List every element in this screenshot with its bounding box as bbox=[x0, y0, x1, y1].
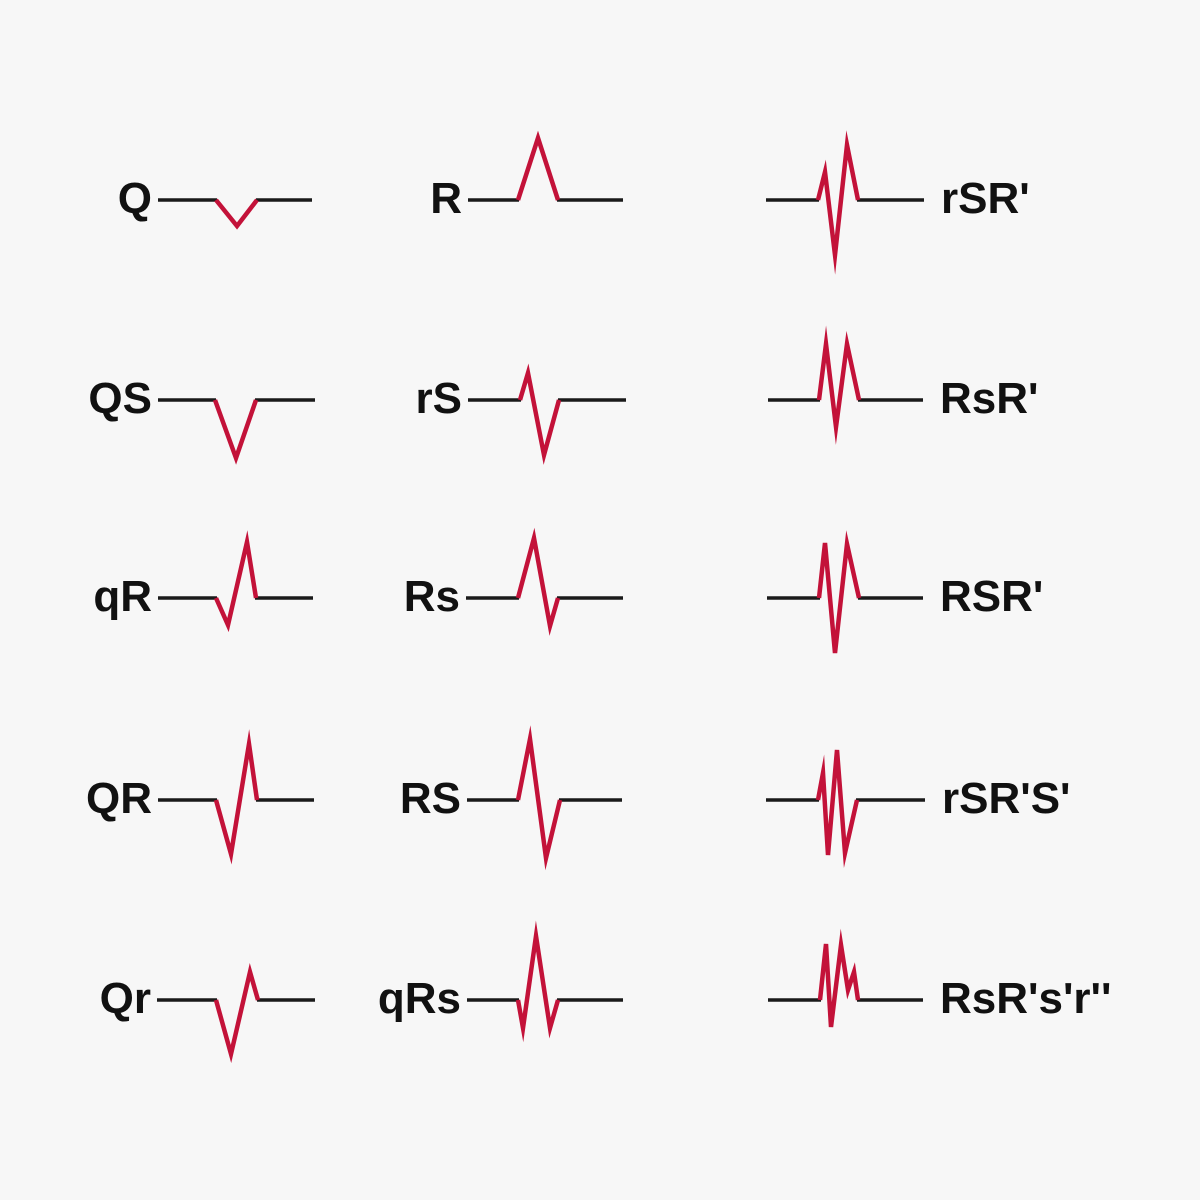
qrs-waveform-14 bbox=[467, 920, 623, 1043]
qrs-label-13: Qr bbox=[99, 974, 151, 1024]
qrs-waveform-15 bbox=[768, 928, 923, 1028]
qrs-waveform-1 bbox=[158, 198, 312, 230]
qrs-waveform-10 bbox=[158, 729, 314, 865]
qrs-complex-trace bbox=[816, 325, 862, 445]
qrs-complex-trace bbox=[515, 527, 561, 636]
qrs-waveform-9 bbox=[767, 530, 923, 654]
qrs-waveform-6 bbox=[768, 325, 923, 445]
qrs-complex-trace bbox=[815, 749, 860, 869]
qrs-label-15: RsR's'r'' bbox=[940, 974, 1112, 1024]
qrs-complex-trace bbox=[214, 198, 259, 230]
qrs-label-2: R bbox=[430, 174, 462, 224]
qrs-waveform-3 bbox=[766, 130, 924, 275]
qrs-complex-trace bbox=[815, 130, 861, 275]
qrs-complex-trace bbox=[517, 363, 562, 465]
qrs-label-1: Q bbox=[117, 174, 152, 224]
qrs-waveform-4 bbox=[158, 398, 315, 465]
qrs-complex-trace bbox=[515, 130, 561, 201]
qrs-complex-trace bbox=[515, 920, 561, 1043]
qrs-label-5: rS bbox=[415, 374, 462, 424]
qrs-label-9: RSR' bbox=[940, 572, 1044, 622]
qrs-waveform-7 bbox=[158, 530, 313, 633]
qrs-label-14: qRs bbox=[377, 974, 461, 1024]
qrs-label-6: RsR' bbox=[940, 374, 1039, 424]
qrs-label-8: Rs bbox=[403, 572, 460, 622]
qrs-label-3: rSR' bbox=[941, 174, 1030, 224]
qrs-complex-trace bbox=[816, 530, 862, 654]
qrs-label-10: QR bbox=[86, 774, 152, 824]
qrs-complex-trace bbox=[213, 963, 261, 1064]
qrs-label-12: rSR'S' bbox=[942, 774, 1071, 824]
qrs-complex-trace bbox=[515, 725, 563, 871]
qrs-complex-trace bbox=[212, 399, 259, 465]
qrs-waveform-2 bbox=[468, 130, 623, 202]
qrs-waveform-5 bbox=[468, 363, 626, 465]
qrs-label-7: qR bbox=[93, 572, 152, 622]
qrs-waveform-13 bbox=[157, 963, 315, 1064]
qrs-waveform-8 bbox=[466, 527, 623, 636]
qrs-complex-trace bbox=[213, 530, 259, 633]
qrs-waveform-12 bbox=[766, 749, 925, 869]
qrs-complex-trace bbox=[817, 928, 861, 1028]
qrs-label-4: QS bbox=[88, 374, 152, 424]
qrs-waveform-11 bbox=[467, 725, 622, 871]
qrs-label-11: RS bbox=[399, 774, 461, 824]
qrs-complex-trace bbox=[213, 729, 260, 865]
